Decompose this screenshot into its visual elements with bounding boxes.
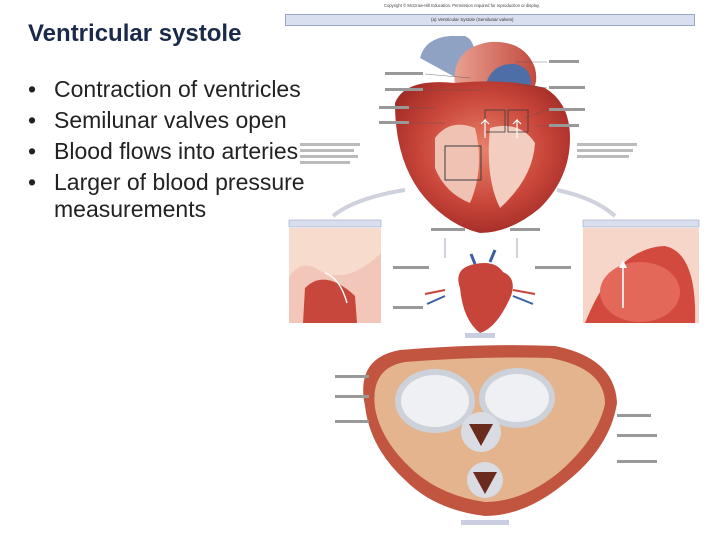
- heart-wall: [395, 81, 570, 233]
- leader-lines: [410, 61, 548, 127]
- bullet-valves-open: Semilunar valves open: [26, 107, 326, 134]
- bullet-list: Contraction of ventricles Semilunar valv…: [26, 76, 326, 227]
- figure-header-bar: (a) Ventricular Systole (Semilunar valve…: [285, 14, 695, 26]
- connector-arrow-right: [556, 188, 617, 218]
- left-ventricle: [488, 125, 535, 208]
- side-note-left: [300, 143, 360, 164]
- small-heart-illustration: [424, 249, 536, 333]
- connector-arrow-left: [331, 188, 406, 218]
- side-note-right: [577, 143, 637, 158]
- heart-diagram: [288, 36, 700, 525]
- heart-cutaway: [395, 36, 570, 233]
- focus-box-aortic: [507, 109, 529, 133]
- bullet-pressure: Larger of blood pressure measurements: [26, 169, 326, 223]
- inset-semilunar-valve: [582, 219, 700, 323]
- copyright-notice: Copyright © McGraw-Hill Education. Permi…: [384, 3, 540, 8]
- bullet-contraction: Contraction of ventricles: [26, 76, 326, 103]
- figure-header-text: (a) Ventricular Systole (Semilunar valve…: [431, 17, 514, 22]
- right-ventricle: [435, 124, 479, 203]
- label-placeholders: [335, 60, 657, 463]
- flow-arrow-icon: [480, 118, 490, 138]
- flow-arrow-icon: [512, 118, 522, 138]
- inset-av-valve: [288, 219, 382, 323]
- bullet-blood-flow: Blood flows into arteries: [26, 138, 326, 165]
- focus-box-av-valve: [444, 145, 482, 181]
- valve-cross-section: [363, 333, 617, 525]
- slide-title: Ventricular systole: [28, 20, 242, 47]
